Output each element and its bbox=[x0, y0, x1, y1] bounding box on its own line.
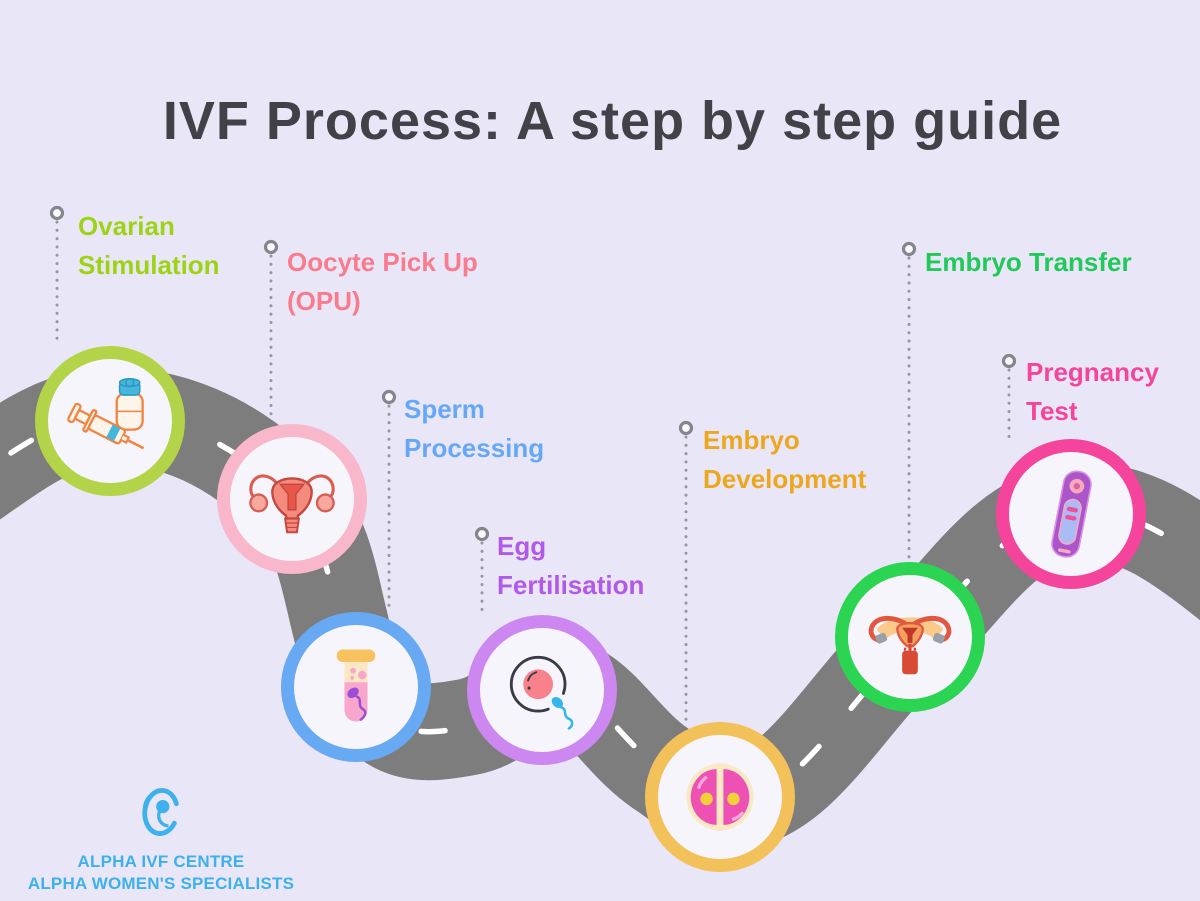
label-line: (OPU) bbox=[287, 286, 361, 316]
test-tube-sperm-icon bbox=[336, 649, 376, 722]
label-line: Sperm bbox=[404, 394, 485, 424]
two-cell-embryo-icon bbox=[686, 763, 754, 831]
step-label-oocyte-pick-up: Oocyte Pick Up (OPU) bbox=[287, 243, 478, 321]
label-line: Pregnancy bbox=[1026, 357, 1159, 387]
step-node-ovarian-stimulation bbox=[35, 346, 185, 496]
label-line: Stimulation bbox=[78, 250, 220, 280]
dotted-connectors bbox=[55, 220, 1011, 724]
step-node-oocyte-pick-up bbox=[217, 424, 367, 574]
org-name-line2: ALPHA WOMEN'S SPECIALISTS bbox=[27, 874, 295, 893]
label-line: Embryo bbox=[703, 425, 800, 455]
step-node-embryo-transfer bbox=[835, 562, 985, 712]
step-label-ovarian-stimulation: Ovarian Stimulation bbox=[78, 207, 220, 285]
pin-icon bbox=[1001, 353, 1017, 369]
uterus-icon bbox=[249, 474, 335, 534]
pin-icon bbox=[901, 241, 917, 257]
connector-pins bbox=[49, 205, 1017, 542]
label-line: Ovarian bbox=[78, 211, 175, 241]
org-name-line1: ALPHA IVF CENTRE bbox=[77, 852, 245, 871]
label-line: Development bbox=[703, 464, 867, 494]
brand-footer: ALPHA IVF CENTRE ALPHA WOMEN'S SPECIALIS… bbox=[16, 782, 306, 895]
alpha-ivf-logo-icon bbox=[142, 788, 180, 836]
syringe-and-vial-icon bbox=[67, 377, 145, 450]
step-node-embryo-development bbox=[645, 722, 795, 872]
label-line: Oocyte Pick Up bbox=[287, 247, 478, 277]
page-title: IVF Process: A step by step guide bbox=[162, 91, 1063, 151]
step-label-egg-fertilisation: Egg Fertilisation bbox=[497, 527, 644, 605]
step-label-sperm-processing: Sperm Processing bbox=[404, 390, 544, 468]
pin-icon bbox=[474, 526, 490, 542]
label-line: Fertilisation bbox=[497, 570, 645, 600]
step-node-sperm-processing bbox=[281, 612, 431, 762]
step-label-embryo-transfer: Embryo Transfer bbox=[925, 243, 1132, 282]
step-node-pregnancy-test bbox=[996, 439, 1146, 589]
road-center-line bbox=[0, 413, 1200, 805]
pin-icon bbox=[678, 420, 694, 436]
uterus-catheter-icon bbox=[868, 615, 952, 675]
label-line: Test bbox=[1026, 396, 1078, 426]
pin-icon bbox=[49, 205, 65, 221]
step-label-pregnancy-test: Pregnancy Test bbox=[1026, 353, 1159, 431]
step-node-egg-fertilisation bbox=[467, 615, 617, 765]
label-line: Embryo Transfer bbox=[925, 247, 1132, 277]
label-line: Egg bbox=[497, 531, 547, 561]
pin-icon bbox=[263, 239, 279, 255]
label-line: Processing bbox=[404, 433, 545, 463]
pin-icon bbox=[381, 389, 397, 405]
pregnancy-test-icon bbox=[1051, 470, 1092, 558]
egg-and-sperm-icon bbox=[509, 655, 574, 730]
step-label-embryo-development: Embryo Development bbox=[703, 421, 866, 499]
